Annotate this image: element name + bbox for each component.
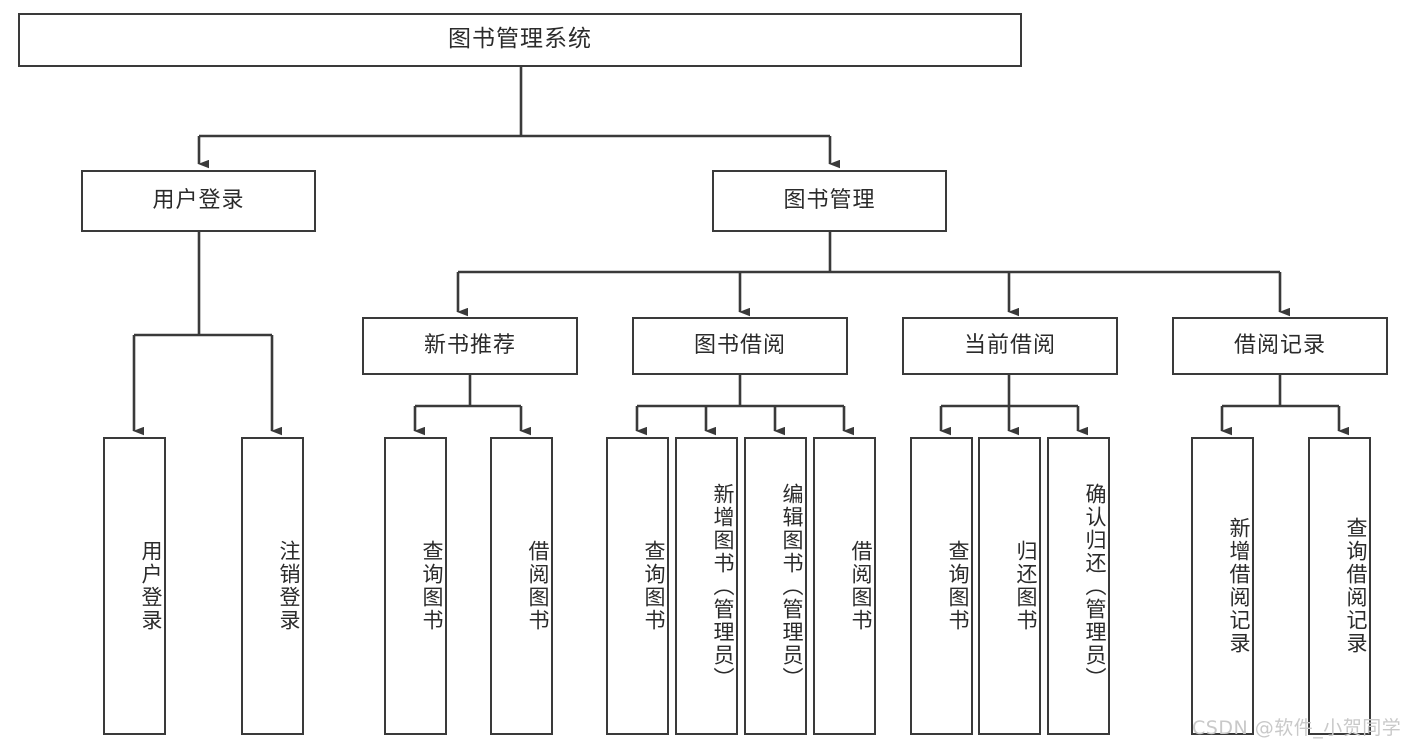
leaf-add-book[interactable]: 新增图书（管理员） [675, 437, 738, 735]
node-borrow-record[interactable]: 借阅记录 [1172, 317, 1388, 375]
leaf-query-book-1[interactable]: 查询图书 [384, 437, 447, 735]
leaf-return-book-label: 归还图书 [1014, 540, 1038, 632]
node-current-borrow[interactable]: 当前借阅 [902, 317, 1118, 375]
leaf-add-book-label: 新增图书（管理员） [711, 482, 735, 690]
node-book-borrow[interactable]: 图书借阅 [632, 317, 848, 375]
leaf-borrow-book-1-label: 借阅图书 [526, 540, 550, 632]
leaf-query-book-3-label: 查询图书 [946, 540, 970, 632]
node-book-borrow-label: 图书借阅 [693, 332, 786, 358]
leaf-add-borrow-record-label: 新增借阅记录 [1227, 517, 1251, 655]
leaf-user-login[interactable]: 用户登录 [103, 437, 166, 735]
node-book-management[interactable]: 图书管理 [712, 170, 947, 232]
node-user-login-label: 用户登录 [152, 187, 245, 213]
leaf-query-borrow-record-label: 查询借阅记录 [1344, 517, 1368, 655]
leaf-borrow-book-1[interactable]: 借阅图书 [490, 437, 553, 735]
leaf-logout-login-label: 注销登录 [277, 540, 301, 632]
leaf-query-borrow-record[interactable]: 查询借阅记录 [1308, 437, 1371, 735]
node-new-book-recommend[interactable]: 新书推荐 [362, 317, 578, 375]
node-current-borrow-label: 当前借阅 [963, 332, 1056, 358]
leaf-query-book-2[interactable]: 查询图书 [606, 437, 669, 735]
leaf-return-book[interactable]: 归还图书 [978, 437, 1041, 735]
leaf-edit-book[interactable]: 编辑图书（管理员） [744, 437, 807, 735]
node-new-book-recommend-label: 新书推荐 [423, 332, 516, 358]
node-borrow-record-label: 借阅记录 [1233, 332, 1326, 358]
leaf-query-book-2-label: 查询图书 [642, 540, 666, 632]
leaf-user-login-label: 用户登录 [139, 540, 163, 632]
leaf-borrow-book-2-label: 借阅图书 [849, 540, 873, 632]
leaf-borrow-book-2[interactable]: 借阅图书 [813, 437, 876, 735]
node-root-system[interactable]: 图书管理系统 [18, 13, 1022, 67]
leaf-confirm-return-label: 确认归还（管理员） [1083, 482, 1107, 690]
leaf-add-borrow-record[interactable]: 新增借阅记录 [1191, 437, 1254, 735]
node-user-login[interactable]: 用户登录 [81, 170, 316, 232]
node-root-system-label: 图书管理系统 [448, 26, 592, 53]
leaf-logout-login[interactable]: 注销登录 [241, 437, 304, 735]
csdn-watermark: CSDN @软件_小贺同学 [1192, 717, 1402, 739]
leaf-confirm-return[interactable]: 确认归还（管理员） [1047, 437, 1110, 735]
leaf-query-book-3[interactable]: 查询图书 [910, 437, 973, 735]
node-book-management-label: 图书管理 [783, 187, 876, 213]
leaf-query-book-1-label: 查询图书 [420, 540, 444, 632]
leaf-edit-book-label: 编辑图书（管理员） [780, 482, 804, 690]
